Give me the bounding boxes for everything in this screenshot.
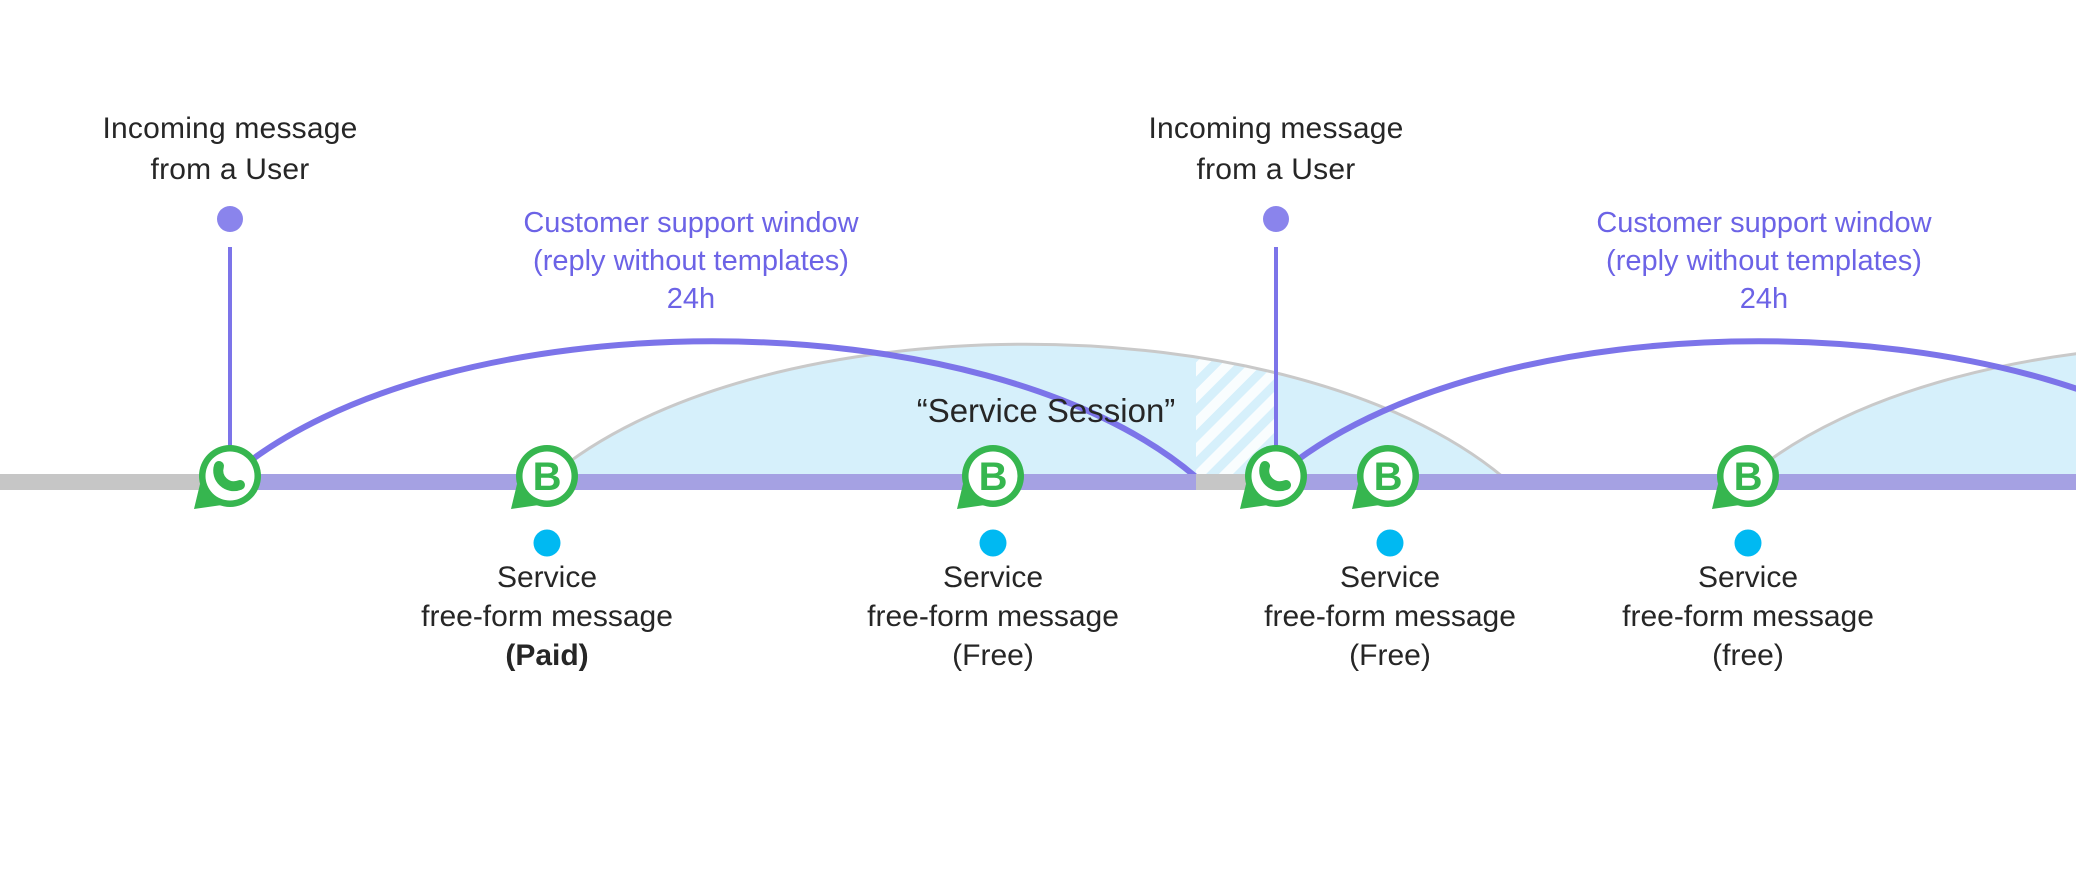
service-message-billing: (Paid) [505, 639, 589, 672]
business-letter: B [1374, 455, 1403, 499]
service-message-label-3: Service free-form message (Free) [1210, 558, 1570, 675]
service-session-outline-2 [1747, 352, 2076, 479]
whatsapp-icon-2 [1240, 445, 1307, 509]
business-letter: B [1734, 455, 1763, 499]
service-message-dot-3 [1376, 529, 1404, 557]
phone-glyph [1259, 461, 1291, 492]
incoming-message-label-2: Incoming message from a User [1076, 108, 1476, 190]
business-letter: B [979, 455, 1008, 499]
service-message-line-2: free-form message [1622, 600, 1874, 633]
support-window-label-1: Customer support window (reply without t… [471, 204, 911, 318]
incoming-message-line-1: Incoming message [102, 112, 358, 145]
business-letter: B [533, 455, 562, 499]
support-window-label-2: Customer support window (reply without t… [1544, 204, 1984, 318]
service-message-line-1: Service [1697, 561, 1799, 594]
service-message-dot-2 [979, 529, 1007, 557]
bubble-tail [1352, 484, 1380, 509]
incoming-message-dot-2 [1263, 206, 1289, 232]
service-message-label-4: Service free-form message (free) [1568, 558, 1928, 675]
phone-glyph [213, 461, 245, 492]
service-message-line-2: free-form message [1264, 600, 1516, 633]
service-message-line-2: free-form message [867, 600, 1119, 633]
bubble-tail [1240, 484, 1268, 509]
service-session-label: “Service Session” [916, 392, 1176, 429]
service-message-label-2: Service free-form message (Free) [813, 558, 1173, 675]
service-message-dot-1 [533, 529, 561, 557]
business-icon-1: B [511, 445, 578, 509]
service-message-line-1: Service [496, 561, 598, 594]
bubble-face [968, 451, 1018, 501]
service-session-area-2 [1748, 353, 2076, 477]
incoming-message-line-2: from a User [1196, 153, 1356, 186]
incoming-message-line-1: Incoming message [1148, 112, 1404, 145]
bubble-tail [1712, 484, 1740, 509]
whatsapp-icon-1 [194, 445, 261, 509]
bubble-face [1723, 451, 1773, 501]
timeline-segment-inactive-1 [0, 474, 230, 490]
bubble-face [205, 451, 255, 501]
support-window-line-1: Customer support window [523, 207, 859, 239]
service-message-billing: (free) [1712, 639, 1784, 672]
business-icon-3: B [1352, 445, 1419, 509]
bubble-tail [957, 484, 985, 509]
support-window-line-2: (reply without templates) [533, 245, 849, 277]
support-window-arc-2 [1273, 338, 2076, 480]
incoming-message-label-1: Incoming message from a User [30, 108, 430, 190]
incoming-message-line-2: from a User [150, 153, 310, 186]
support-window-arc-1 [227, 338, 1199, 480]
support-window-line-2: (reply without templates) [1606, 245, 1922, 277]
service-message-billing: (Free) [952, 639, 1034, 672]
service-message-label-1: Service free-form message (Paid) [367, 558, 727, 675]
bubble-tail [511, 484, 539, 509]
support-window-duration: 24h [1739, 283, 1789, 315]
timeline-segment-active-1 [230, 474, 1196, 490]
business-icon-4: B [1712, 445, 1779, 509]
bubble-face [1363, 451, 1413, 501]
service-message-line-1: Service [942, 561, 1044, 594]
support-window-line-1: Customer support window [1596, 207, 1932, 239]
bubble-face [1251, 451, 1301, 501]
incoming-message-dot-1 [217, 206, 243, 232]
timeline-segment-active-2 [1276, 474, 2076, 490]
support-window-duration: 24h [666, 283, 716, 315]
business-icon-2: B [957, 445, 1024, 509]
service-message-billing: (Free) [1349, 639, 1431, 672]
bubble-face [522, 451, 572, 501]
service-message-dot-4 [1734, 529, 1762, 557]
service-message-line-1: Service [1339, 561, 1441, 594]
service-message-line-2: free-form message [421, 600, 673, 633]
bubble-tail [194, 484, 222, 509]
